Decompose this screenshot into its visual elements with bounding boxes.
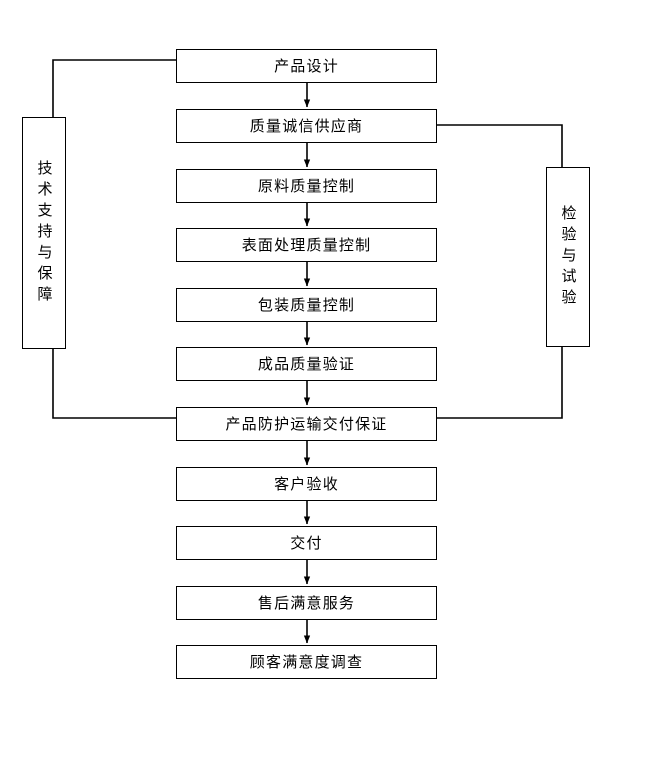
node-customer-acceptance[interactable]: 客户验收 — [176, 467, 437, 501]
node-label: 售后满意服务 — [257, 593, 356, 612]
left-bottom-link — [52, 349, 176, 419]
right-bottom-link — [437, 347, 563, 419]
node-label: 检验与试验 — [559, 204, 578, 310]
node-surface-treatment-quality-control[interactable]: 表面处理质量控制 — [176, 228, 437, 262]
node-label: 产品防护运输交付保证 — [225, 414, 388, 433]
node-technical-support-and-assurance[interactable]: 技术支持与保障 — [22, 117, 66, 349]
node-delivery[interactable]: 交付 — [176, 526, 437, 560]
node-packaging-quality-control[interactable]: 包装质量控制 — [176, 288, 437, 322]
node-inspection-and-testing[interactable]: 检验与试验 — [546, 167, 590, 347]
node-label: 客户验收 — [274, 474, 339, 493]
node-product-design[interactable]: 产品设计 — [176, 49, 437, 83]
node-quality-integrity-supplier[interactable]: 质量诚信供应商 — [176, 109, 437, 143]
left-top-link — [52, 59, 176, 117]
node-label: 技术支持与保障 — [35, 159, 54, 307]
node-label: 表面处理质量控制 — [241, 235, 372, 254]
node-label: 顾客满意度调查 — [249, 652, 364, 671]
node-label: 交付 — [290, 533, 323, 552]
node-label: 质量诚信供应商 — [249, 116, 364, 135]
node-label: 产品设计 — [274, 56, 339, 75]
node-product-protection-transport-delivery-guarantee[interactable]: 产品防护运输交付保证 — [176, 407, 437, 441]
node-label: 原料质量控制 — [257, 176, 356, 195]
right-top-link — [437, 124, 563, 167]
node-customer-satisfaction-survey[interactable]: 顾客满意度调查 — [176, 645, 437, 679]
node-label: 成品质量验证 — [257, 354, 356, 373]
node-after-sales-satisfaction-service[interactable]: 售后满意服务 — [176, 586, 437, 620]
node-raw-material-quality-control[interactable]: 原料质量控制 — [176, 169, 437, 203]
node-finished-product-quality-verification[interactable]: 成品质量验证 — [176, 347, 437, 381]
node-label: 包装质量控制 — [257, 295, 356, 314]
